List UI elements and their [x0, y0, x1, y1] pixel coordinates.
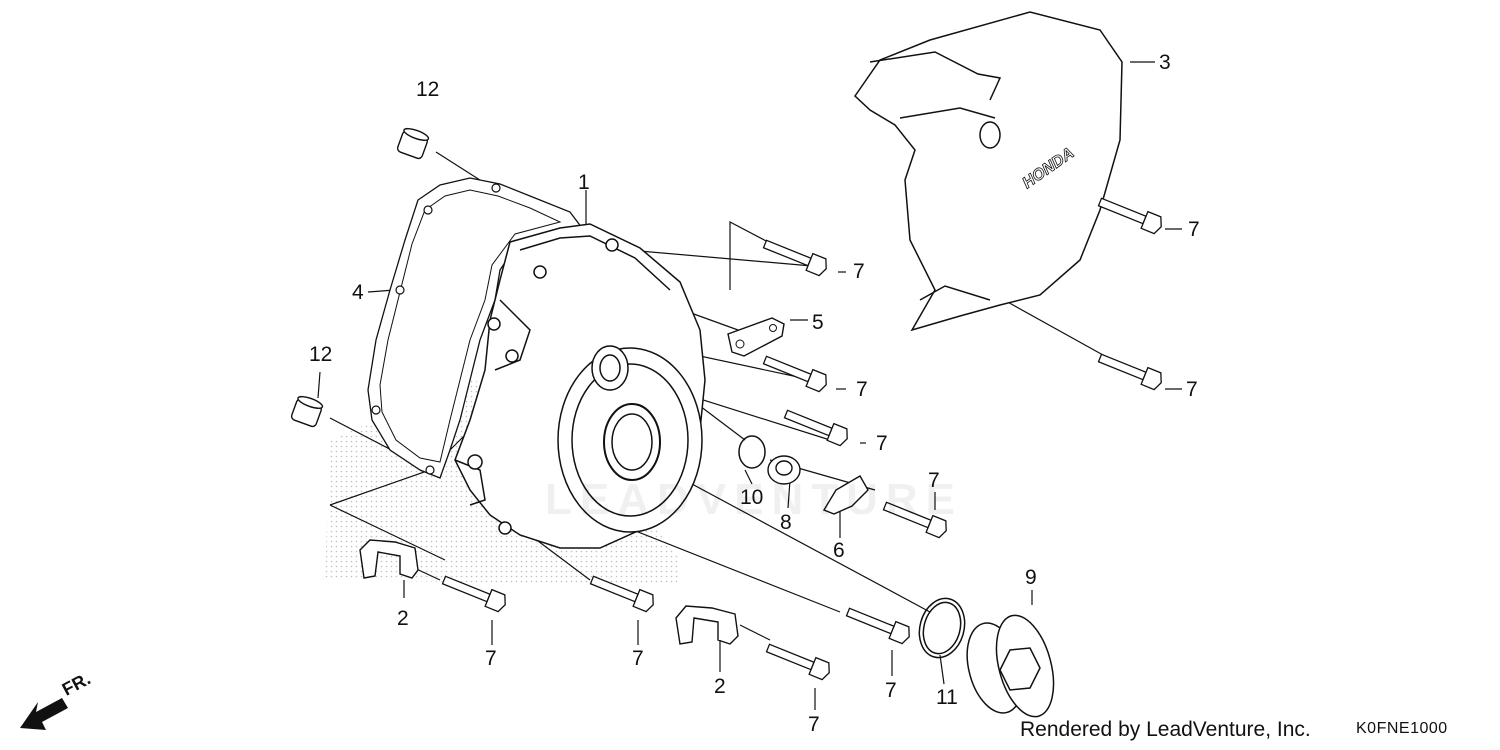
callout-2: 2	[714, 675, 726, 698]
callout-10: 10	[740, 486, 764, 509]
o-ring-large	[918, 597, 966, 659]
callout-7: 7	[853, 260, 865, 283]
watermark: LEADVENTURE	[545, 475, 964, 524]
callout-7: 7	[1188, 218, 1200, 241]
stay-plate	[727, 317, 785, 357]
cap	[767, 455, 801, 485]
callout-7: 7	[485, 647, 497, 670]
callout-7: 7	[876, 432, 888, 455]
callout-12: 12	[309, 343, 333, 366]
wire-clamps	[359, 539, 739, 645]
callout-2: 2	[397, 607, 409, 630]
callout-9: 9	[1025, 566, 1037, 589]
crankcase-cover	[454, 223, 706, 549]
o-ring-small	[738, 435, 766, 469]
callout-12: 12	[416, 78, 440, 101]
callout-7: 7	[885, 679, 897, 702]
side-cover	[854, 11, 1123, 332]
callout-7: 7	[856, 378, 868, 401]
callout-5: 5	[812, 311, 824, 334]
credit-text: Rendered by LeadVenture, Inc.	[1020, 718, 1311, 741]
callout-4: 4	[352, 281, 364, 304]
callout-8: 8	[780, 511, 792, 534]
callout-7: 7	[928, 469, 940, 492]
callout-3: 3	[1159, 51, 1171, 74]
callout-1: 1	[578, 171, 590, 194]
hole-cap-plug	[966, 614, 1055, 718]
callout-7: 7	[632, 647, 644, 670]
callout-6: 6	[833, 539, 845, 562]
gasket	[367, 177, 587, 479]
dowel-pins	[290, 127, 430, 428]
callout-7: 7	[808, 713, 820, 736]
front-arrow-icon	[20, 698, 68, 730]
bracket	[822, 475, 869, 515]
bolt-set	[441, 197, 1162, 681]
callout-7: 7	[1186, 378, 1198, 401]
diagram-code: K0FNE1000	[1356, 720, 1448, 737]
callout-11: 11	[936, 686, 958, 709]
